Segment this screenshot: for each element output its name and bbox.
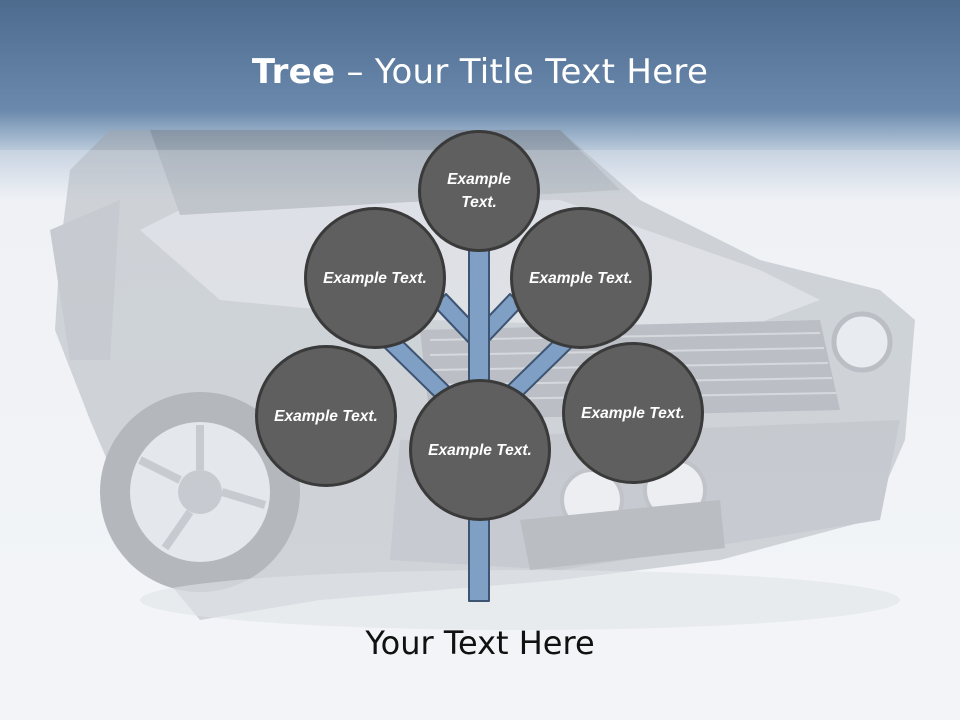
slide-title: Tree – Your Title Text Here	[0, 52, 960, 92]
bottom-caption: Your Text Here	[365, 624, 595, 662]
node-upper-left: Example Text.	[304, 207, 446, 349]
node-lower-right: Example Text.	[562, 342, 704, 484]
node-label: Example Text.	[274, 407, 378, 425]
title-rest: – Your Title Text Here	[335, 52, 709, 92]
node-lower-left: Example Text.	[255, 345, 397, 487]
title-bold: Tree	[251, 52, 336, 92]
node-center: Example Text.	[409, 379, 551, 521]
node-label: Example Text.	[581, 404, 685, 422]
node-upper-right: Example Text.	[510, 207, 652, 349]
node-label: Example Text.	[529, 269, 633, 287]
node-label: Example Text.	[323, 269, 427, 287]
node-label: Example Text.	[428, 441, 532, 459]
node-top: Example Text.	[418, 130, 540, 252]
node-label: Example Text.	[447, 171, 511, 211]
